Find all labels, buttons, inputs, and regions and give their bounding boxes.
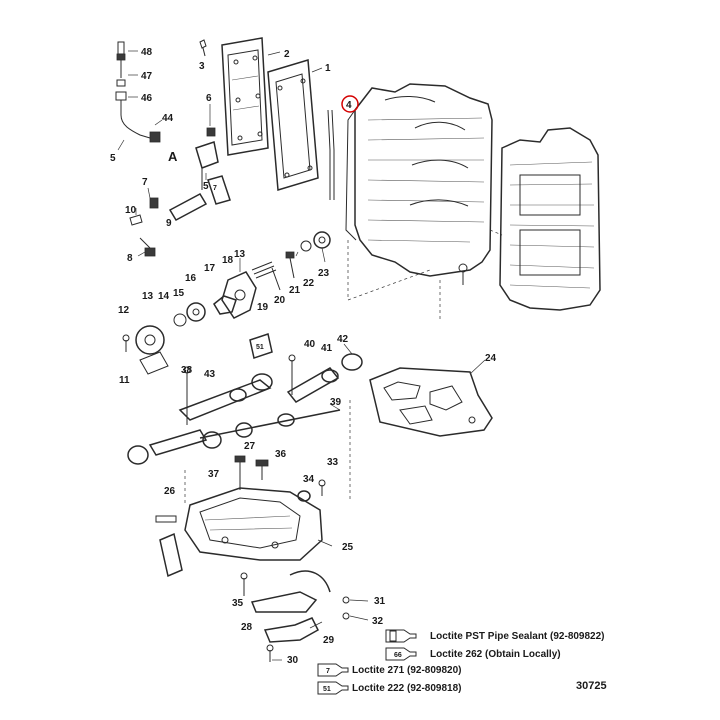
cover-gasket [267,59,319,191]
callout: 8 [127,253,133,264]
callout: 46 [141,93,153,104]
callout: 30 [287,655,299,666]
callout: 40 [304,339,316,350]
callout: 42 [337,334,349,345]
callout: 41 [321,343,333,354]
callout: 17 [204,263,216,274]
highlight-circle [341,95,359,113]
hose-fitting-assembly [115,41,161,143]
callout: 7 [142,177,148,188]
transfer-port-cover [221,37,269,156]
legend-text: Loctite 262 (Obtain Locally) [430,649,561,660]
callout: 15 [173,288,185,299]
callout: 29 [323,635,335,646]
callout: 25 [342,542,354,553]
callout: 12 [118,305,130,316]
callout: 1 [325,63,331,74]
tube-number: 51 [323,686,331,693]
callout: 43 [204,369,216,380]
callout: 21 [289,285,301,296]
callout: 10 [125,205,137,216]
carburetor-linkage [127,333,363,465]
callout: 11 [119,375,130,386]
tube-mark: 51 [256,344,264,351]
crankcase-cover [345,83,493,285]
legend-text: Loctite 271 (92-809820) [352,665,462,676]
small-fasteners [129,39,231,257]
callout: 28 [241,622,253,633]
cylinder-block [489,127,601,311]
callout: 37 [208,469,220,480]
callout: 34 [303,474,315,485]
callout: 32 [372,616,384,627]
callout: 3 [199,61,205,72]
lower-linkage [240,570,350,662]
legend-row: Loctite PST Pipe Sealant (92-809822) [385,629,605,643]
callout: 20 [274,295,286,306]
callout: 9 [166,218,172,229]
callout: 39 [330,397,342,408]
tube-number: 66 [394,652,402,659]
callout: 4 [346,100,352,111]
legend-row: 7 Loctite 271 (92-809820) [317,663,462,677]
callout: 18 [222,255,234,266]
callout: 23 [318,268,330,279]
section-marker: A [168,149,178,164]
adapter-plate [155,400,351,578]
callout: 2 [284,49,290,60]
tube-mark: 7 [213,185,217,192]
callout-labels: 48 47 46 44 5 3 2 1 6 5 7 10 9 8 13 17 1… [110,47,497,666]
callout: 6 [206,93,212,104]
callout: 5 [110,153,116,164]
callout: 13 [142,291,154,302]
callout: 24 [485,353,497,364]
callout: 22 [303,278,315,289]
legend-text: Loctite PST Pipe Sealant (92-809822) [430,631,605,642]
callout: 33 [327,457,339,468]
legend-text: Loctite 222 (92-809818) [352,683,462,694]
leader-lines [117,50,486,661]
callout: 14 [158,291,170,302]
callout: 19 [257,302,269,313]
figure-number: 30725 [576,680,607,692]
callout: 38 [181,365,193,376]
callout: 27 [244,441,256,452]
callout: 31 [374,596,386,607]
gasket-strip [327,109,441,320]
callout: 16 [185,273,197,284]
callout: 35 [232,598,244,609]
callout: 36 [275,449,287,460]
callout: 5 [203,181,209,192]
legend-row: 51 Loctite 222 (92-809818) [317,681,462,695]
callout: 47 [141,71,153,82]
callout: 13 [234,249,246,260]
callout: 26 [164,486,176,497]
callout: 44 [162,113,174,124]
adapter-plate-gasket [369,367,493,437]
sealant-legend: Loctite PST Pipe Sealant (92-809822) 66 … [317,629,605,695]
tube-number: 7 [326,668,330,675]
legend-row: 66 Loctite 262 (Obtain Locally) [385,647,561,661]
callout: 48 [141,47,153,58]
